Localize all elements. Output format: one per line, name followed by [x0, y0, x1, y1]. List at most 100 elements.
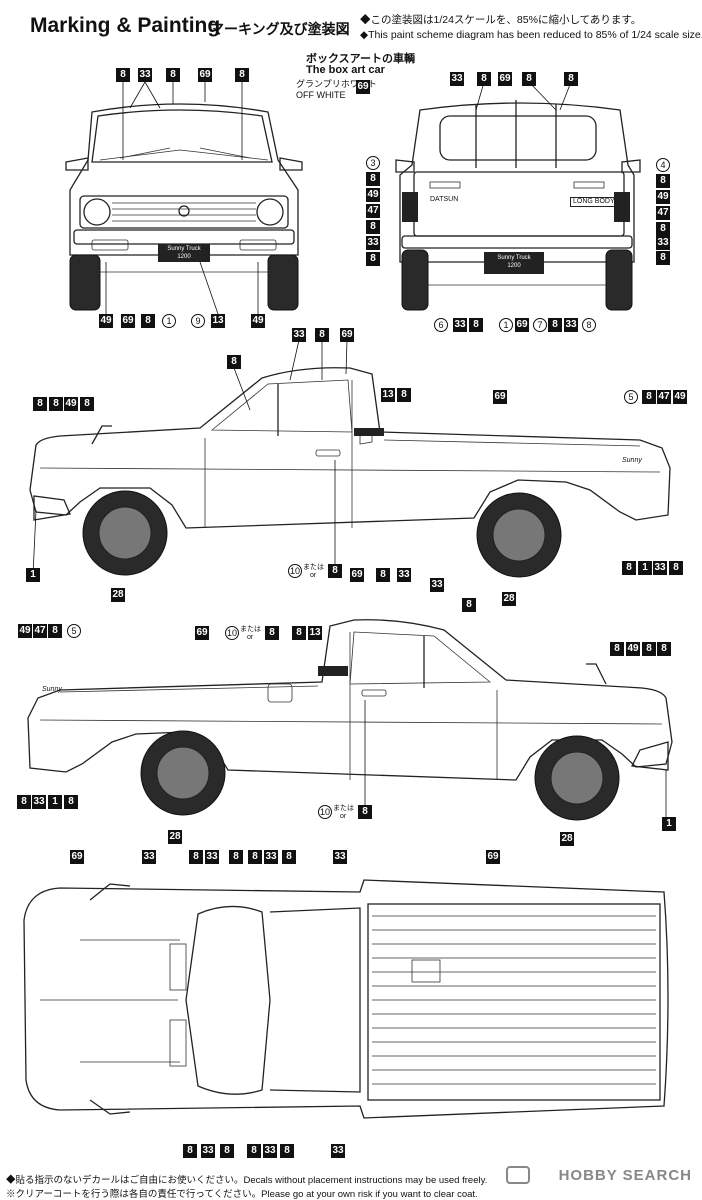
callout-side1-bottom-9: 8 — [669, 561, 683, 575]
rear-plate-line2: 1200 — [507, 263, 521, 269]
side-view-left-drawing — [29, 367, 671, 578]
scale-note-jp: ◆この塗装図は1/24スケールを、85%に縮小してあります。 — [360, 14, 642, 26]
callout-side2-top-7: 47 — [33, 624, 47, 638]
callout-side2-top-3: 33 — [397, 568, 411, 582]
callout-side2-top-17: 8 — [642, 642, 656, 656]
rear-view-drawing — [395, 100, 641, 311]
side1-emblem-sunny: Sunny — [622, 457, 642, 464]
front-view-drawing — [65, 103, 303, 311]
callout-rear-bottom-2: 33 — [453, 318, 467, 332]
callout-side2-bottom-9: 1 — [662, 817, 676, 831]
watermark-logo-icon — [506, 1166, 530, 1184]
callout-side1-top-14: 49 — [64, 397, 78, 411]
callout-rear-top-1: 33 — [450, 72, 464, 86]
callout-side1-bottom-6: 8 — [622, 561, 636, 575]
callout-front-bottom-5: 9 — [191, 314, 205, 328]
callout-side1-top-3: 69 — [340, 328, 354, 342]
callout-rear-bottom-1: 6 — [434, 318, 448, 332]
rear-plate-line1: Sunny Truck — [497, 255, 531, 261]
page-title: Marking & Painting — [30, 14, 221, 37]
callout-rear-left-3: 49 — [366, 188, 380, 202]
box-art-jp: ボックスアートの車輌 — [306, 53, 416, 65]
callout-rear-bottom-7: 8 — [548, 318, 562, 332]
callout-side1-bottom-1: 1 — [26, 568, 40, 582]
callout-top-top-3: 8 — [189, 850, 203, 864]
callout-top-bottom-4: 8 — [247, 1144, 261, 1158]
page-title-jp: マーキング及び塗装図 — [210, 21, 350, 37]
callout-rear-right-1: 4 — [656, 158, 670, 172]
callout-front-top-4: 69 — [198, 68, 212, 82]
callout-rear-top-5: 8 — [564, 72, 578, 86]
color-name-en: OFF WHITE — [296, 90, 346, 100]
or-label-jp-3: または — [333, 805, 354, 812]
or-label-jp-2: または — [240, 626, 261, 633]
callout-rear-left-1: 3 — [366, 156, 380, 170]
side-view-right-drawing — [27, 619, 673, 821]
callout-top-top-7: 33 — [264, 850, 278, 864]
callout-top-bottom-6: 8 — [280, 1144, 294, 1158]
callout-side1-top-7: 69 — [493, 390, 507, 404]
callout-side2-top-1: 69 — [350, 568, 364, 582]
callout-rear-right-2: 8 — [656, 174, 670, 188]
callout-rear-right-4: 47 — [656, 206, 670, 220]
callout-front-bottom-2: 69 — [121, 314, 135, 328]
callout-side1-top-10: 47 — [657, 390, 671, 404]
callout-side1-bottom-7: 1 — [638, 561, 652, 575]
callout-side1-top-6: 8 — [397, 388, 411, 402]
callout-rear-left-7: 8 — [366, 252, 380, 266]
callout-rear-right-5: 8 — [656, 222, 670, 236]
callout-side2-top-9: 5 — [67, 624, 81, 638]
callout-side2-top-14: 13 — [308, 626, 322, 640]
callout-front-bottom-4: 1 — [162, 314, 176, 328]
callout-front-bottom-6: 13 — [211, 314, 225, 328]
callout-side2-top-13: 8 — [292, 626, 306, 640]
rear-emblem-long-body: LONG BODY — [570, 197, 618, 207]
color-code-badge: 69 — [356, 80, 370, 94]
callout-side2-bottom-5: 28 — [168, 830, 182, 844]
callout-side1-top-12: 8 — [33, 397, 47, 411]
callout-top-top-2: 33 — [142, 850, 156, 864]
callout-side2-bottom-7: 8 — [358, 805, 372, 819]
front-plate: Sunny Truck 1200 — [160, 245, 208, 261]
callout-side2-top-2: 8 — [376, 568, 390, 582]
callout-top-bottom-7: 33 — [331, 1144, 345, 1158]
callout-side2-bottom-1: 8 — [17, 795, 31, 809]
footer-note-2: ※クリアーコートを行う際は各自の責任で行ってください。Please go at … — [6, 1189, 478, 1200]
callout-side2-top-12: 8 — [265, 626, 279, 640]
callout-top-bottom-5: 33 — [263, 1144, 277, 1158]
callout-side1-top-11: 49 — [673, 390, 687, 404]
callout-side2-top-4: 33 — [430, 578, 444, 592]
callout-rear-bottom-5: 69 — [515, 318, 529, 332]
callout-top-top-8: 8 — [282, 850, 296, 864]
callout-side2-top-10: 69 — [195, 626, 209, 640]
callout-top-top-5: 8 — [229, 850, 243, 864]
callout-top-bottom-2: 33 — [201, 1144, 215, 1158]
callout-rear-top-4: 8 — [522, 72, 536, 86]
or-label-en-1: or — [310, 572, 317, 579]
callout-rear-bottom-9: 8 — [582, 318, 596, 332]
callout-rear-bottom-4: 1 — [499, 318, 513, 332]
callout-side1-top-9: 8 — [642, 390, 656, 404]
side2-emblem-sunny: Sunny — [42, 686, 62, 693]
callout-side2-bottom-2: 33 — [32, 795, 46, 809]
callout-rear-bottom-8: 33 — [564, 318, 578, 332]
callout-top-top-1: 69 — [70, 850, 84, 864]
callout-rear-left-4: 47 — [366, 204, 380, 218]
callout-top-top-6: 8 — [248, 850, 262, 864]
callout-front-top-1: 8 — [116, 68, 130, 82]
callout-side2-top-16: 49 — [626, 642, 640, 656]
callout-rear-top-2: 8 — [477, 72, 491, 86]
callout-side2-bottom-3: 1 — [48, 795, 62, 809]
callout-side2-bottom-4: 8 — [64, 795, 78, 809]
callout-front-bottom-1: 49 — [99, 314, 113, 328]
callout-side1-top-8: 5 — [624, 390, 638, 404]
callout-side2-top-5: 8 — [462, 598, 476, 612]
callout-side2-top-6: 49 — [18, 624, 32, 638]
callout-top-top-10: 69 — [486, 850, 500, 864]
callout-top-bottom-1: 8 — [183, 1144, 197, 1158]
callout-rear-right-7: 8 — [656, 251, 670, 265]
callout-front-bottom-3: 8 — [141, 314, 155, 328]
callout-top-bottom-3: 8 — [220, 1144, 234, 1158]
rear-plate: Sunny Truck 1200 — [486, 254, 542, 270]
